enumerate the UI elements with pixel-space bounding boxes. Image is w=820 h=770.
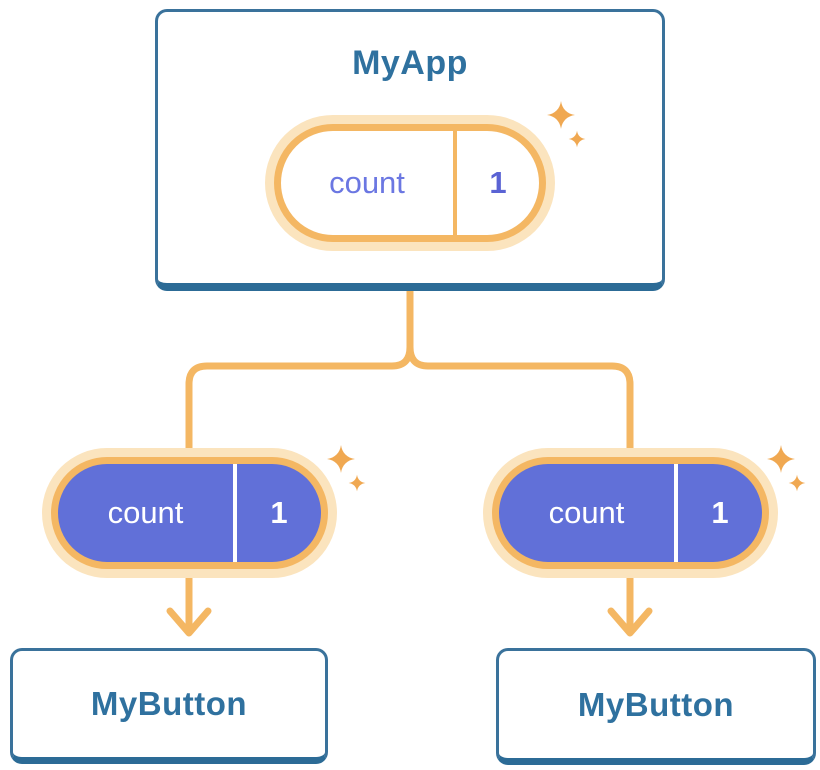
fork-line-left <box>185 284 414 456</box>
root-state-pill-body: count 1 <box>274 124 546 242</box>
left-child-component-card: MyButton <box>10 648 328 764</box>
right-child-component-title: MyButton <box>577 685 735 723</box>
sparkle-icon <box>327 445 366 492</box>
right-state-pill: count 1 <box>483 448 778 578</box>
right-state-value: 1 <box>674 464 762 562</box>
left-state-pill-body: count 1 <box>51 457 328 569</box>
root-component-title: MyApp <box>352 44 468 82</box>
left-state-pill: count 1 <box>42 448 337 578</box>
right-child-component-card: MyButton <box>496 648 816 765</box>
fork-line-right <box>406 343 634 456</box>
root-state-value: 1 <box>453 131 539 235</box>
root-state-pill: count 1 <box>265 115 555 251</box>
left-state-name: count <box>107 495 184 530</box>
arrow-right-head-icon <box>607 607 653 637</box>
left-child-component-title: MyButton <box>90 685 248 722</box>
arrow-left-head-icon <box>166 607 212 637</box>
right-state-name: count <box>548 495 625 530</box>
root-state-name: count <box>329 165 405 200</box>
right-state-pill-body: count 1 <box>492 457 769 569</box>
left-state-value: 1 <box>233 464 321 562</box>
